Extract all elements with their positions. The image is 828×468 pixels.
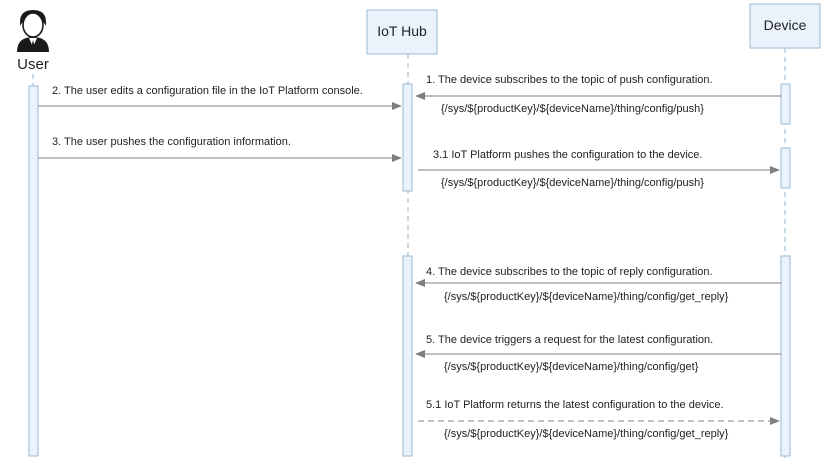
message-4-topic: {/sys/${productKey}/${deviceName}/thing/… bbox=[444, 291, 729, 303]
user-label: User bbox=[17, 56, 49, 73]
message-5-topic: {/sys/${productKey}/${deviceName}/thing/… bbox=[444, 361, 699, 373]
message-5-1-topic: {/sys/${productKey}/${deviceName}/thing/… bbox=[444, 428, 729, 440]
iothub-activation-bar-2 bbox=[402, 255, 413, 457]
message-5-label: 5. The device triggers a request for the… bbox=[426, 334, 713, 346]
message-3-label: 3. The user pushes the configuration inf… bbox=[52, 136, 291, 148]
iothub-label: IoT Hub bbox=[377, 23, 427, 39]
message-1-label: 1. The device subscribes to the topic of… bbox=[426, 74, 713, 86]
message-4-label: 4. The device subscribes to the topic of… bbox=[426, 266, 713, 278]
device-activation-bar-3 bbox=[780, 255, 791, 457]
iothub-header-box bbox=[366, 9, 438, 55]
message-2-label: 2. The user edits a configuration file i… bbox=[52, 85, 363, 97]
message-1-topic: {/sys/${productKey}/${deviceName}/thing/… bbox=[441, 103, 704, 115]
message-3-1-topic: {/sys/${productKey}/${deviceName}/thing/… bbox=[441, 177, 704, 189]
user-actor-icon bbox=[17, 10, 49, 52]
device-header-box bbox=[749, 3, 821, 49]
user-activation-bar bbox=[28, 85, 39, 457]
message-3-1-label: 3.1 IoT Platform pushes the configuratio… bbox=[433, 149, 702, 161]
device-label: Device bbox=[764, 17, 807, 33]
message-5-1-label: 5.1 IoT Platform returns the latest conf… bbox=[426, 399, 724, 411]
device-activation-bar-2 bbox=[780, 147, 791, 189]
device-activation-bar-1 bbox=[780, 83, 791, 125]
iothub-activation-bar-1 bbox=[402, 83, 413, 192]
